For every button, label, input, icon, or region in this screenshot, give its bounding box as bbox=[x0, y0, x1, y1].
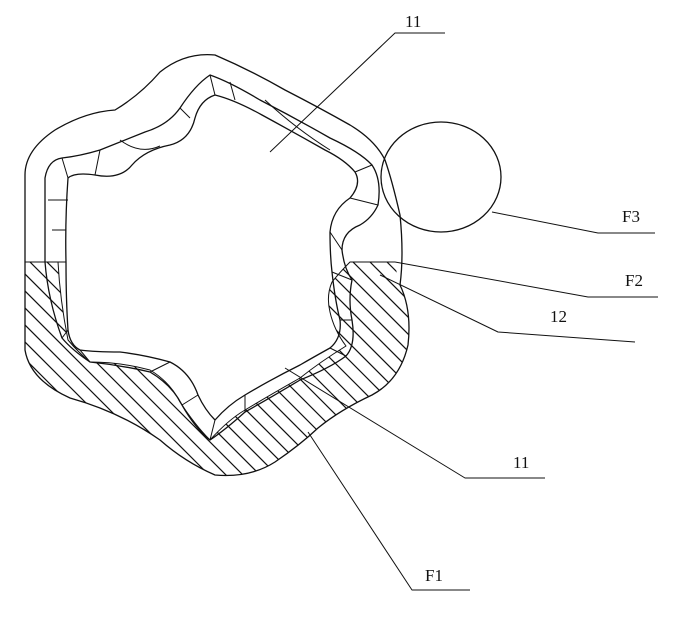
leader-lines bbox=[269, 32, 658, 591]
hatch-stroke bbox=[0, 240, 13, 500]
hatch-stroke bbox=[92, 262, 354, 476]
hatch-stroke bbox=[25, 262, 252, 476]
hatch-stroke bbox=[569, 240, 677, 500]
hatch-stroke bbox=[25, 262, 116, 476]
hatch-stroke bbox=[467, 240, 677, 500]
hatch-stroke bbox=[637, 240, 677, 500]
hatch-stroke bbox=[535, 240, 677, 500]
label-f3: F3 bbox=[622, 207, 640, 226]
hatch-stroke bbox=[25, 262, 150, 476]
hatch-stroke bbox=[381, 262, 409, 476]
hatch-stroke bbox=[296, 262, 409, 476]
hatch-stroke bbox=[279, 262, 409, 476]
bore-inner-profile bbox=[65, 94, 359, 421]
lobe-facets bbox=[45, 74, 379, 441]
hatch-stroke bbox=[330, 262, 409, 476]
hatch-stroke bbox=[25, 262, 184, 476]
hatch-stroke bbox=[143, 262, 405, 476]
hatch-stroke bbox=[552, 240, 677, 500]
hatch-stroke bbox=[25, 262, 99, 476]
hatch-stroke bbox=[126, 262, 388, 476]
label-f2: F2 bbox=[625, 271, 643, 290]
leader-f1 bbox=[307, 431, 470, 591]
leader-11-top bbox=[269, 32, 445, 153]
leader-11-bottom bbox=[284, 367, 545, 479]
hatch-stroke bbox=[347, 262, 409, 476]
section-boundary bbox=[25, 261, 395, 441]
hatch-stroke bbox=[25, 262, 235, 476]
hatch-stroke bbox=[518, 240, 677, 500]
hatch-stroke bbox=[75, 262, 337, 476]
hatch-stroke bbox=[228, 262, 409, 476]
hatch-stroke bbox=[194, 262, 409, 476]
detail-circle-f3 bbox=[380, 121, 502, 233]
hatch-stroke bbox=[25, 262, 82, 476]
hatch-stroke bbox=[25, 262, 48, 476]
hatch-stroke bbox=[671, 240, 677, 500]
hatch-stroke bbox=[364, 262, 409, 476]
leader-f2 bbox=[394, 261, 658, 298]
leader-f3 bbox=[491, 211, 655, 234]
label-f1: F1 bbox=[425, 566, 443, 585]
hatched-section bbox=[0, 240, 677, 500]
label-11-top: 11 bbox=[405, 12, 421, 31]
hatch-stroke bbox=[25, 262, 65, 476]
label-11-bottom: 11 bbox=[513, 453, 529, 472]
hatch-stroke bbox=[313, 262, 409, 476]
label-12: 12 bbox=[550, 307, 567, 326]
leader-12 bbox=[379, 274, 636, 343]
outer-contour bbox=[24, 53, 410, 477]
bore-outer-ring bbox=[44, 74, 380, 441]
hatch-stroke bbox=[654, 240, 677, 500]
hatch-stroke bbox=[245, 262, 409, 476]
hatch-stroke bbox=[262, 262, 409, 476]
hatch-stroke bbox=[211, 262, 409, 476]
hatch-stroke bbox=[41, 262, 303, 476]
